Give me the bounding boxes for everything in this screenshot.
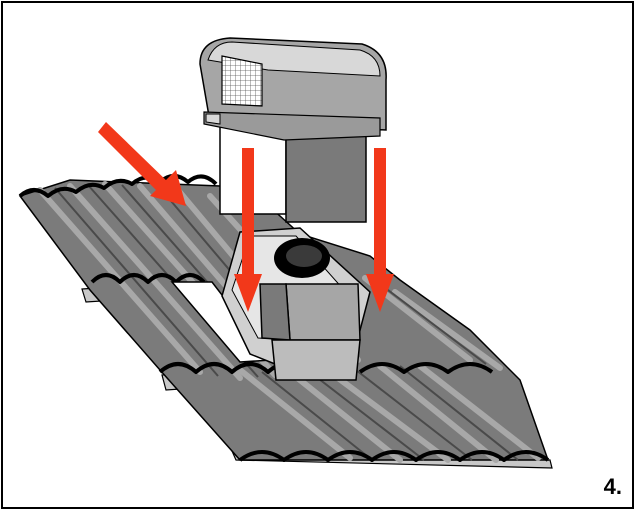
tile-row-edge-4 xyxy=(358,362,494,374)
arrow-center xyxy=(234,148,262,312)
tile-row-edge-1 xyxy=(90,273,206,284)
down-arrow-icon xyxy=(98,122,394,312)
arrow-right xyxy=(366,148,394,312)
arrow-diagonal xyxy=(98,122,186,206)
vent-base-flange xyxy=(221,227,371,381)
tile-row-edge-3 xyxy=(238,450,550,462)
roof-vent-icon xyxy=(199,37,387,223)
mesh-grille-icon xyxy=(221,55,263,107)
step-number: 4. xyxy=(603,474,622,499)
